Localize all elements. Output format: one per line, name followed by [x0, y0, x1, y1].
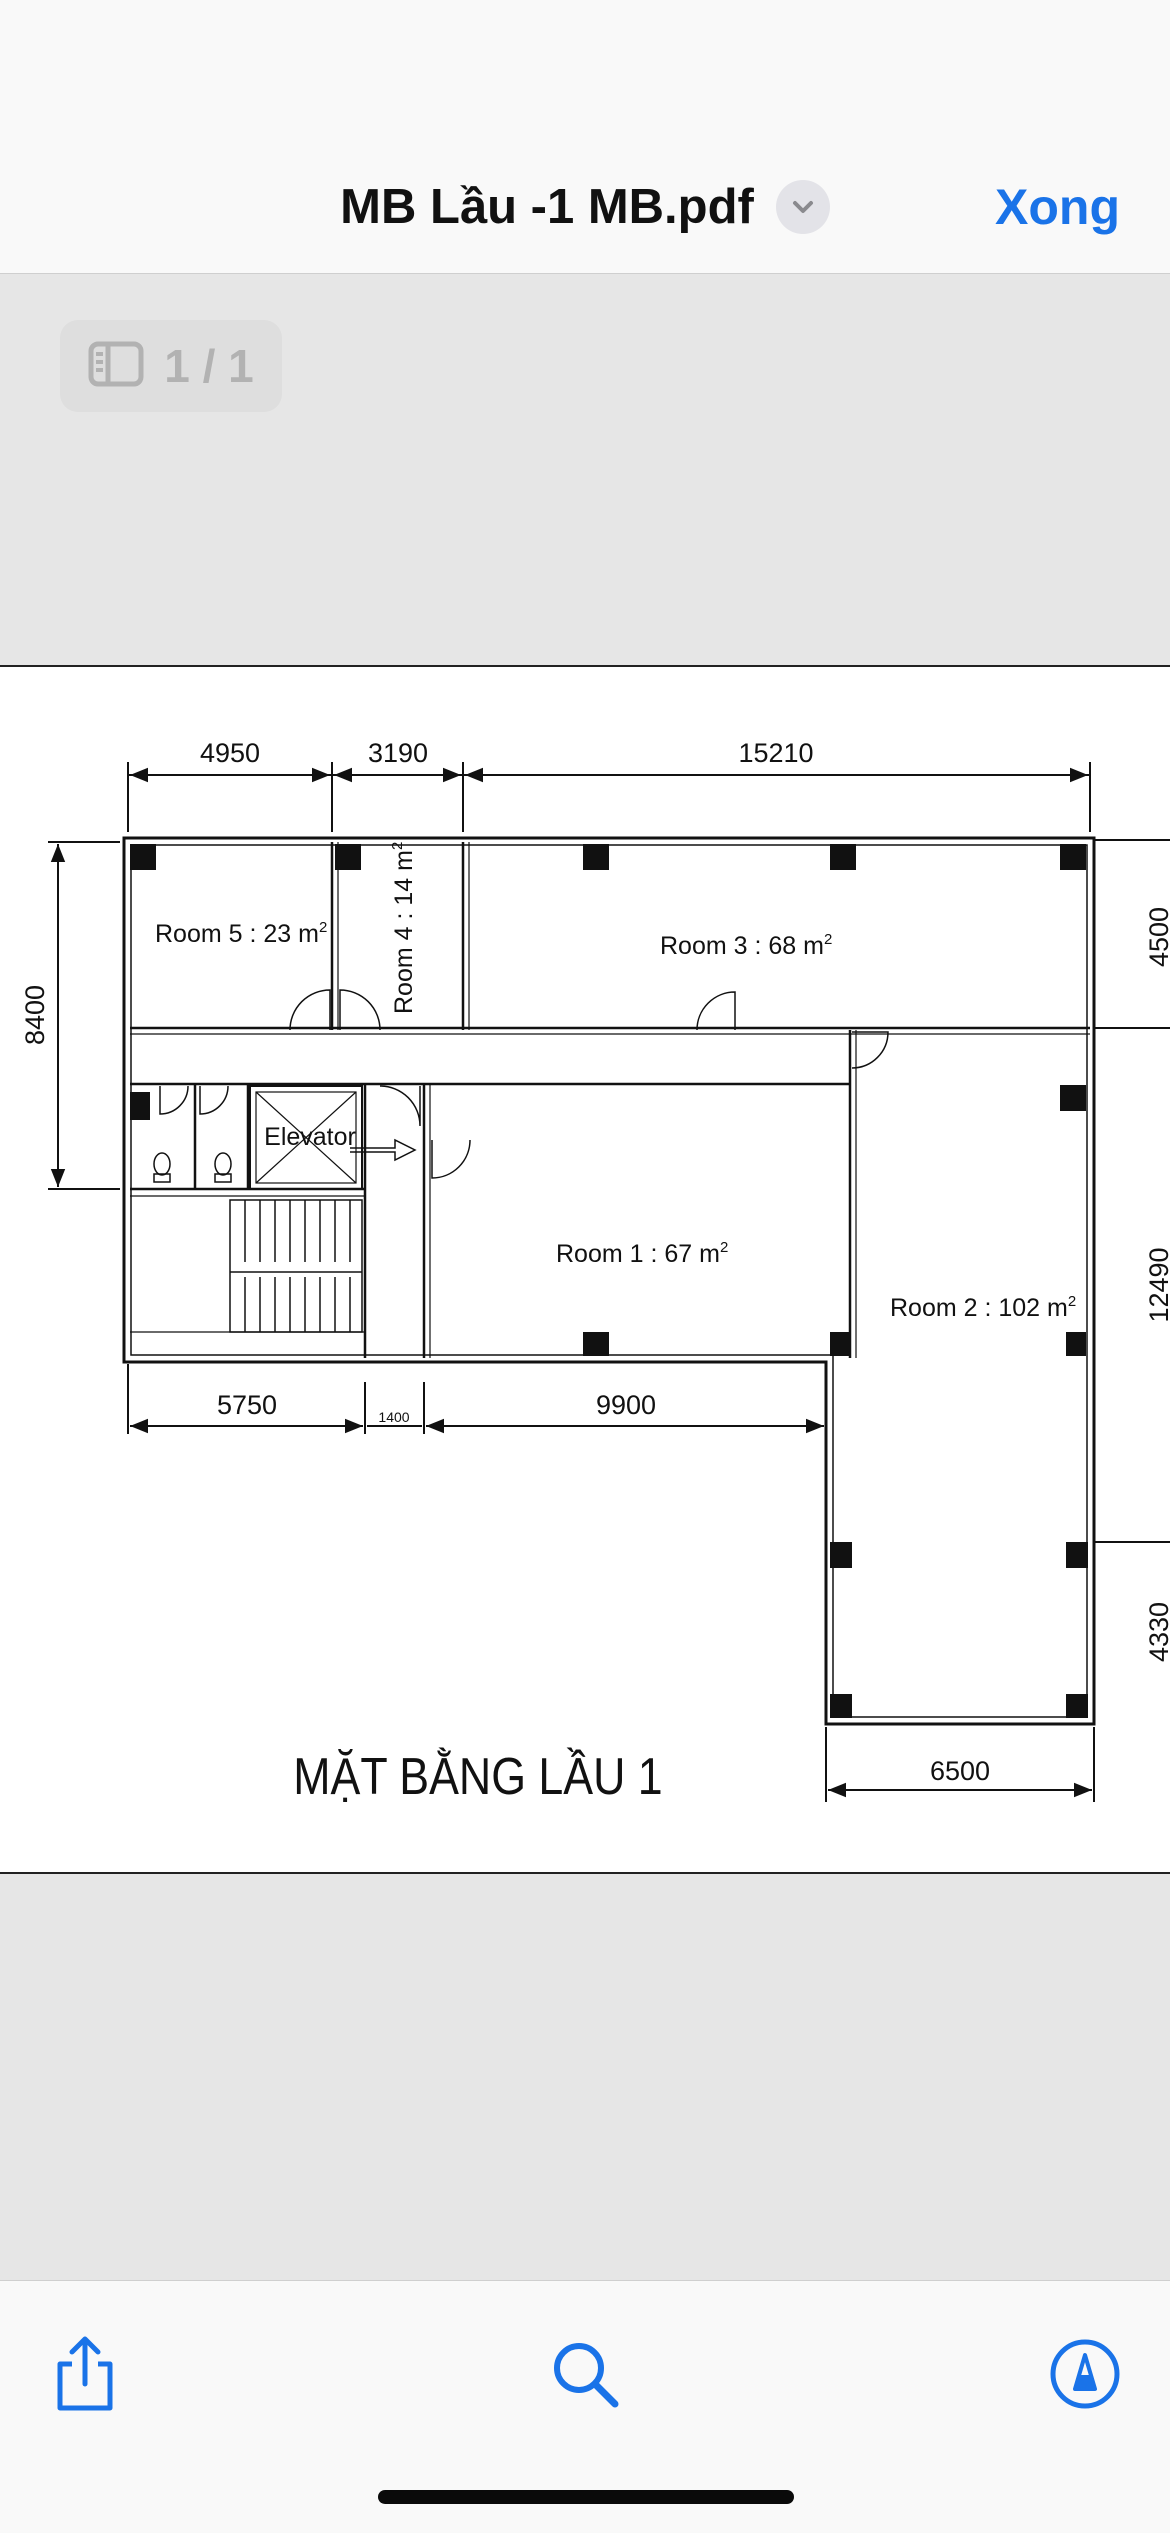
dim-right-3: 4330 [1144, 1602, 1170, 1662]
bottom-dimensions [127, 1364, 827, 1434]
bottom-right-dimension [825, 1727, 1095, 1802]
home-indicator[interactable] [378, 2490, 794, 2504]
right-dimension-lines [1095, 839, 1170, 1543]
floor-plan-drawing: 4950 3190 15210 8400 4500 12490 4330 [20, 738, 1170, 1806]
dim-top-2: 3190 [368, 738, 428, 768]
document-title: MB Lầu -1 MB.pdf [340, 180, 754, 234]
dim-right-2: 12490 [1144, 1247, 1170, 1322]
chevron-down-icon[interactable] [775, 180, 830, 234]
elevator-label: Elevator [264, 1123, 356, 1151]
navigation-bar: MB Lầu -1 MB.pdf Xong [0, 0, 1170, 274]
pdf-page[interactable]: 4950 3190 15210 8400 4500 12490 4330 [0, 665, 1170, 1874]
outer-walls [122, 836, 1096, 1726]
dim-top-1: 4950 [200, 738, 260, 768]
markup-icon [1048, 2337, 1122, 2416]
dim-left: 8400 [20, 985, 50, 1045]
top-dimensions [127, 762, 1091, 832]
sidebar-icon [88, 341, 144, 392]
room1-label: Room 1 : 67 m2 [556, 1239, 728, 1268]
page-indicator[interactable]: 1 / 1 [60, 320, 282, 412]
doors [159, 989, 889, 1179]
room2-label: Room 2 : 102 m2 [890, 1293, 1076, 1322]
dim-top-3: 15210 [738, 738, 813, 768]
search-button[interactable] [540, 2331, 630, 2421]
share-button[interactable] [40, 2331, 130, 2421]
search-icon [549, 2338, 621, 2415]
dim-bottom-3: 9900 [596, 1390, 656, 1420]
room4-label: Room 4 : 14 m2 [389, 842, 418, 1014]
toilets [153, 1152, 232, 1183]
share-icon [50, 2334, 120, 2419]
dim-bottom-1: 5750 [217, 1390, 277, 1420]
dim-bottom-right: 6500 [930, 1756, 990, 1786]
room3-label: Room 3 : 68 m2 [660, 931, 832, 960]
dim-bottom-2: 1400 [378, 1409, 409, 1425]
dim-right-1: 4500 [1144, 907, 1170, 967]
document-title-button[interactable]: MB Lầu -1 MB.pdf [0, 172, 1170, 242]
columns [130, 844, 1088, 1718]
left-dimension [48, 841, 120, 1190]
stairs [229, 1199, 363, 1333]
done-button[interactable]: Xong [995, 179, 1120, 235]
markup-button[interactable] [1040, 2331, 1130, 2421]
drawing-title: MẶT BẰNG LẦU 1 [293, 1748, 662, 1806]
elevator-shaft [249, 1085, 417, 1190]
room5-label: Room 5 : 23 m2 [155, 919, 327, 948]
page-count: 1 / 1 [164, 340, 254, 392]
